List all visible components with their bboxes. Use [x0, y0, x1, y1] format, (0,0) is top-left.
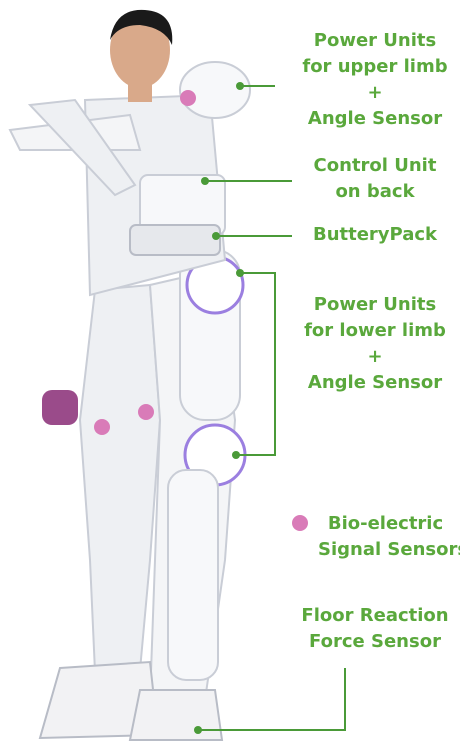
label-line: Floor Reaction	[300, 603, 450, 629]
endpoint-dot	[236, 82, 244, 90]
label-battery-pack: ButteryPack	[300, 222, 450, 248]
label-line: ButteryPack	[300, 222, 450, 248]
label-line: +	[300, 344, 450, 370]
label-line: Angle Sensor	[300, 106, 450, 132]
neck	[128, 82, 152, 102]
label-power-units-lower: Power Units for lower limb + Angle Senso…	[300, 292, 450, 396]
right-shoe	[130, 690, 222, 740]
label-line: Force Sensor	[300, 629, 450, 655]
label-line: +	[300, 80, 450, 106]
battery-pack	[130, 225, 220, 255]
leader-lower	[236, 273, 275, 455]
left-leg	[80, 285, 160, 672]
label-line: Control Unit	[300, 153, 450, 179]
label-line: on back	[300, 179, 450, 205]
label-line: Signal Sensors	[318, 537, 453, 563]
label-line: for lower limb	[300, 318, 450, 344]
label-power-units-upper: Power Units for upper limb + Angle Senso…	[300, 28, 450, 132]
shoulder-actuator	[180, 62, 250, 118]
left-glove	[42, 390, 78, 425]
label-line: Power Units	[300, 292, 450, 318]
label-floor-reaction-sensor: Floor Reaction Force Sensor	[300, 603, 450, 655]
endpoint-dot	[194, 726, 202, 734]
endpoint-dot	[212, 232, 220, 240]
label-line: for upper limb	[300, 54, 450, 80]
label-line: Angle Sensor	[300, 370, 450, 396]
bio-sensor-dot	[180, 90, 196, 106]
bio-sensor-dot	[138, 404, 154, 420]
label-control-unit: Control Unit on back	[300, 153, 450, 205]
endpoint-dot	[232, 451, 240, 459]
label-bio-electric-sensors: Bio-electric Signal Sensors	[318, 511, 453, 563]
bio-sensor-legend-icon	[292, 515, 308, 531]
shin-actuator	[168, 470, 218, 680]
label-line: Power Units	[300, 28, 450, 54]
endpoint-dot	[236, 269, 244, 277]
endpoint-dot	[201, 177, 209, 185]
label-line: Bio-electric	[318, 511, 453, 537]
bio-sensor-dot	[94, 419, 110, 435]
